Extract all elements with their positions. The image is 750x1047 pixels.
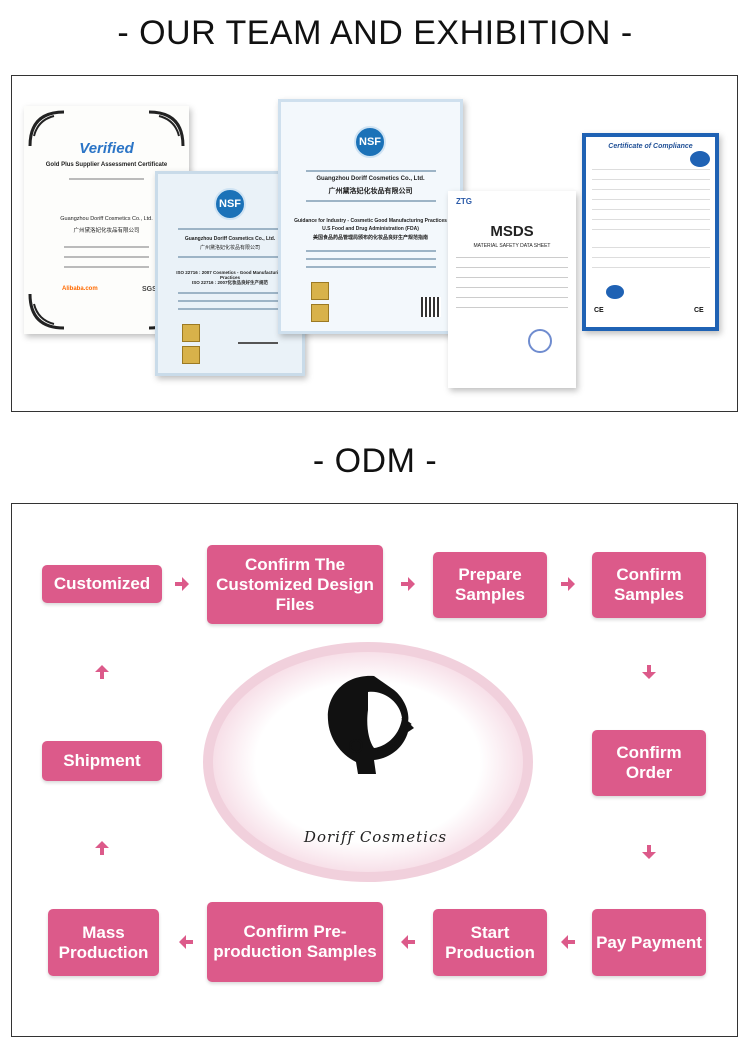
arrow-down-icon (642, 845, 656, 859)
arrow-left-icon (401, 935, 415, 949)
compliance-title: Certificate of Compliance (608, 143, 693, 150)
gold-seal-icon (182, 346, 200, 364)
nsf-badge-icon: NSF (214, 188, 246, 220)
ce-mark-right: CE (694, 307, 704, 314)
verified-company: Guangzhou Doriff Cosmetics Co., Ltd. (60, 216, 153, 222)
verified-brand: Verified (79, 140, 134, 157)
step-confirm-order: Confirm Order (592, 730, 706, 796)
odm-title: - ODM - (312, 442, 438, 480)
nsf1-company: Guangzhou Doriff Cosmetics Co., Ltd. (184, 236, 276, 242)
step-customized: Customized (42, 565, 162, 603)
alibaba-logo: Alibaba.com (62, 286, 98, 292)
step-mass-production: Mass Production (48, 909, 159, 976)
sgs-logo: SGS (142, 286, 157, 293)
compliance-certificate: Certificate of Compliance CE CE (582, 133, 719, 331)
step-start-production: Start Production (433, 909, 547, 976)
step-shipment: Shipment (42, 741, 162, 781)
arrow-right-icon (401, 577, 415, 591)
brand-signature: Doriff Cosmetics (303, 828, 448, 846)
nsf2-company-cn: 广州黛洛妃化妆品有限公司 (328, 188, 413, 195)
arrow-right-icon (561, 577, 575, 591)
msds-document: ZTG MSDS MATERIAL SAFETY DATA SHEET (448, 191, 576, 388)
arrow-up-icon (95, 841, 109, 855)
certificates-panel: Verified Gold Plus Supplier Assessment C… (11, 75, 738, 412)
team-exhibition-title: - OUR TEAM AND EXHIBITION - (117, 14, 633, 52)
gold-seal-icon (311, 282, 329, 300)
arrow-up-icon (95, 665, 109, 679)
msds-subtitle: MATERIAL SAFETY DATA SHEET (473, 243, 551, 249)
ce-mark: CE (594, 307, 604, 314)
nsf2-company: Guangzhou Doriff Cosmetics Co., Ltd. (316, 176, 425, 182)
stamp-icon (528, 329, 552, 353)
arrow-left-icon (561, 935, 575, 949)
woman-silhouette-icon (327, 675, 414, 774)
verified-title: Gold Plus Supplier Assessment Certificat… (45, 162, 168, 168)
nsf1-standard: ISO 22716 : 2007 Cosmetics - Good Manufa… (176, 270, 284, 280)
nsf-fda-certificate: NSF Guangzhou Doriff Cosmetics Co., Ltd.… (278, 99, 463, 334)
nsf-badge-icon: NSF (354, 126, 386, 158)
ztg-logo: ZTG (456, 197, 472, 206)
nsf1-standard-cn: ISO 22716 : 2007化妆品良好生产规范 (191, 280, 269, 285)
nsf1-company-cn: 广州黛洛妃化妆品有限公司 (199, 245, 260, 251)
compliance-mark-icon (606, 285, 624, 299)
step-pay-payment: Pay Payment (592, 909, 706, 976)
arrow-down-icon (642, 665, 656, 679)
qr-code-icon (421, 297, 441, 317)
nsf2-fda: U.S Food and Drug Administration (FDA) (322, 226, 419, 232)
step-prepare-samples: Prepare Samples (433, 552, 547, 618)
msds-title: MSDS (490, 223, 534, 240)
gold-seal-icon (311, 304, 329, 322)
gold-seal-icon (182, 324, 200, 342)
nsf2-guidance: Guidance for Industry - Cosmetic Good Ma… (294, 218, 447, 224)
arrow-left-icon (179, 935, 193, 949)
nsf2-fda-cn: 美国食品药品管理局颁布的化妆品良好生产规范指南 (312, 235, 428, 241)
odm-flow-panel: Doriff Cosmetics Customized Confirm The … (11, 503, 738, 1037)
verified-company-cn: 广州黛洛妃化妆品有限公司 (73, 228, 140, 234)
step-confirm-preproduction-samples: Confirm Pre-production Samples (207, 902, 383, 982)
step-confirm-samples: Confirm Samples (592, 552, 706, 618)
compliance-logo-icon (690, 151, 710, 167)
step-confirm-design-files: Confirm The Customized Design Files (207, 545, 383, 624)
arrow-right-icon (175, 577, 189, 591)
